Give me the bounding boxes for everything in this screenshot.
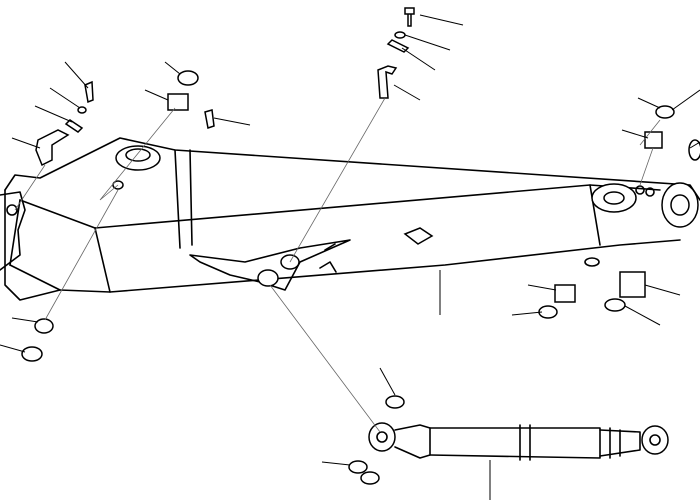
boom-end-boss — [591, 182, 699, 228]
hydraulic-cylinder — [368, 422, 669, 461]
cylinder-bracket — [189, 239, 351, 291]
boom-arm — [4, 137, 700, 301]
boom-top-boss — [115, 145, 161, 171]
inspection-hole — [584, 257, 600, 267]
boom-foot-bracket — [0, 191, 26, 271]
cover-plate — [403, 227, 434, 245]
assembly-guide-lines — [14, 97, 661, 433]
bushings-and-washers — [21, 70, 700, 485]
callout-leader-lines — [0, 14, 700, 500]
bolts-and-pins — [35, 7, 415, 167]
